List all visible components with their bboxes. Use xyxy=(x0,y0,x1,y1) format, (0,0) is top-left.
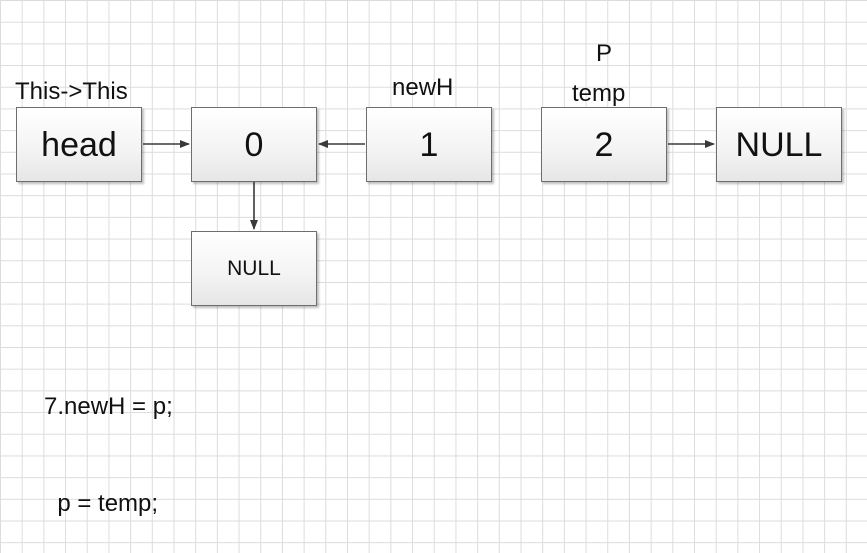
node-2-text: 2 xyxy=(594,125,614,164)
node-0-text: 0 xyxy=(244,125,264,164)
node-1-text: 1 xyxy=(419,125,439,164)
code-line-2: p = temp; xyxy=(44,489,159,517)
label-p: P xyxy=(596,40,613,67)
node-head: head xyxy=(16,107,142,182)
node-null-right-text: NULL xyxy=(735,125,823,164)
node-head-text: head xyxy=(41,125,117,164)
node-null-below: NULL xyxy=(191,231,317,306)
node-0: 0 xyxy=(191,107,317,182)
node-1: 1 xyxy=(366,107,492,182)
node-null-below-text: NULL xyxy=(227,257,281,280)
arrows-layer xyxy=(143,140,715,230)
label-this: This->This xyxy=(15,78,128,105)
label-temp: temp xyxy=(572,80,626,107)
label-newh: newH xyxy=(392,74,454,101)
node-null-right: NULL xyxy=(716,107,842,182)
code-line-1: 7.newH = p; xyxy=(44,392,173,420)
node-2: 2 xyxy=(541,107,667,182)
code-block: 7.newH = p; p = temp; xyxy=(44,326,173,553)
